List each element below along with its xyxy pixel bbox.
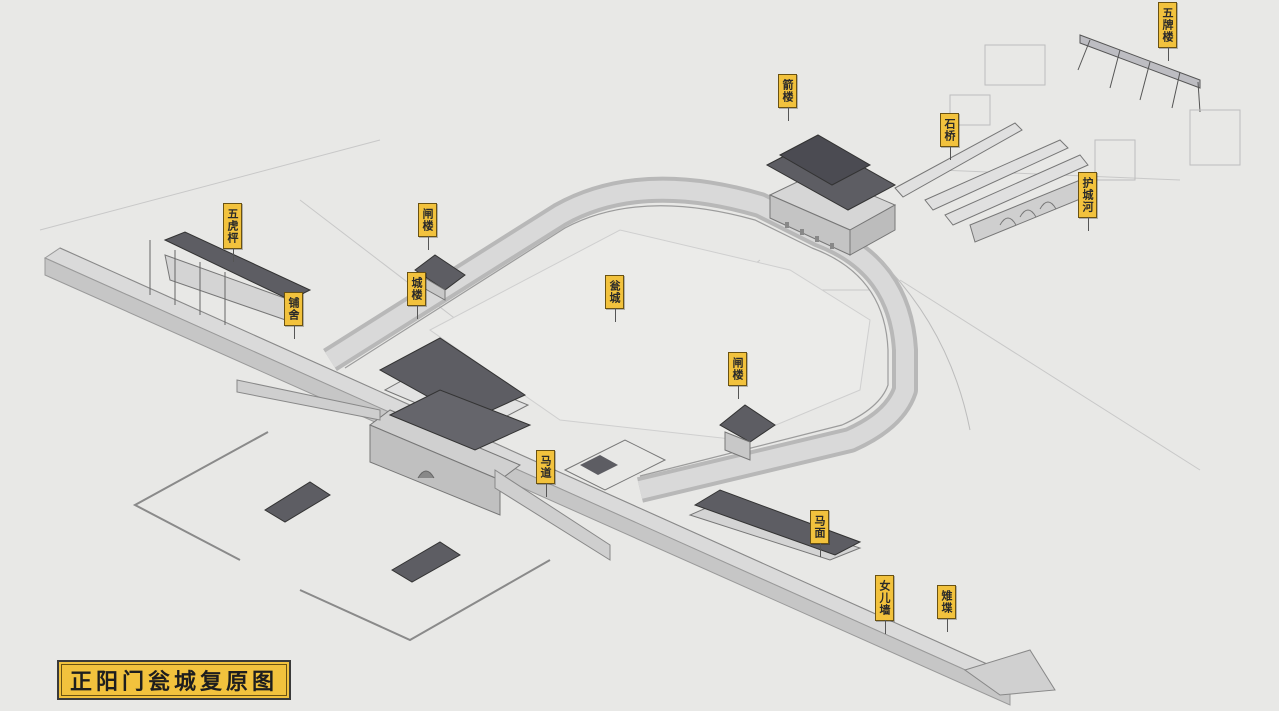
label-duokou: 雉堞 — [937, 585, 956, 632]
label-wengcheng: 瓮城 — [605, 275, 624, 322]
lower-enclosures — [132, 431, 551, 642]
lower-halls — [264, 481, 461, 583]
chenglou-building — [369, 337, 532, 516]
stone-bridges — [894, 122, 1091, 243]
wupailou-gateway — [1077, 34, 1201, 113]
label-pushe: 铺舍 — [284, 292, 303, 339]
label-huchenghe: 护城河 — [1078, 172, 1097, 231]
label-wupailou: 五牌楼 — [1158, 2, 1177, 61]
ramp-left — [236, 379, 381, 421]
label-jianlou: 箭楼 — [778, 74, 797, 121]
wall-end — [963, 649, 1056, 696]
wuhuxian-building — [149, 231, 312, 326]
wengcheng-courtyard — [429, 229, 871, 441]
label-nverqiang: 女儿墙 — [875, 575, 894, 634]
label-zhalou-left: 闸楼 — [418, 203, 437, 250]
diagram-title: 正阳门瓮城复原图 — [57, 660, 291, 700]
label-shiqiao: 石桥 — [940, 113, 959, 160]
moat-line — [879, 259, 971, 431]
label-madao: 马道 — [536, 450, 555, 497]
jianlou-building — [765, 134, 897, 256]
madao-ramp — [494, 469, 611, 561]
label-mamian: 马面 — [810, 510, 829, 557]
label-chenglou: 城楼 — [407, 272, 426, 319]
zhalou-right-building — [719, 404, 776, 461]
label-wuhuxian: 五虎枰 — [223, 203, 242, 262]
barbican-wall — [323, 176, 918, 503]
label-zhalou-right: 闸楼 — [728, 352, 747, 399]
faint-buildings — [949, 44, 1241, 181]
small-courtyard — [563, 439, 667, 491]
